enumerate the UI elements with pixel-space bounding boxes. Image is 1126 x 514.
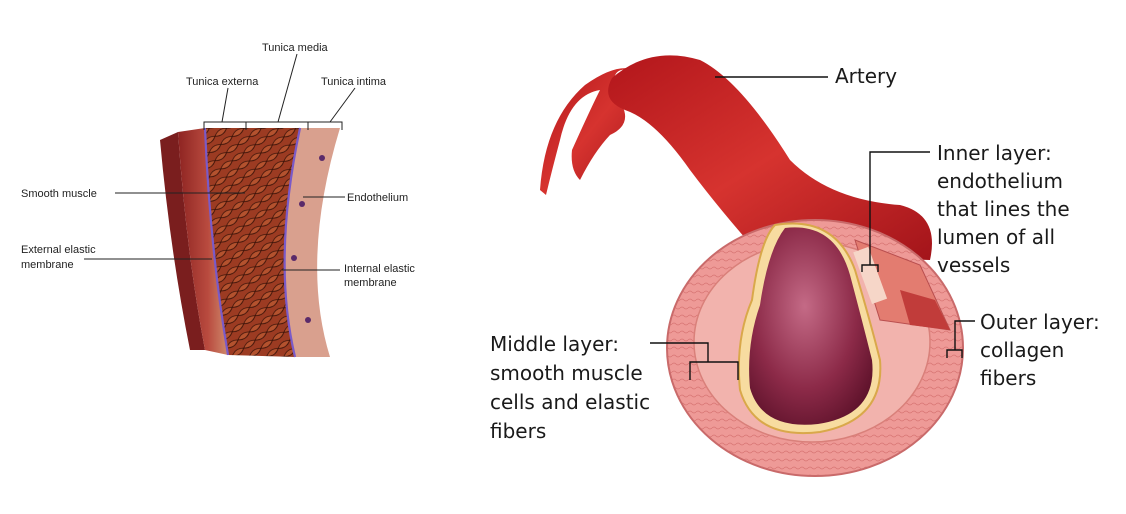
label-outer-layer-line3: fibers [980,366,1036,390]
label-internal-elastic-line1: Internal elastic [344,263,415,275]
label-endothelium: Endothelium [347,192,408,204]
label-inner-layer-line2: endothelium [937,169,1063,193]
tunica-media-layer [205,128,300,357]
label-middle-layer-line1: Middle layer: [490,332,619,356]
label-tunica-intima: Tunica intima [321,76,387,88]
internal-elastic-membrane [283,127,302,358]
cutaway-endothelium [853,246,888,305]
outer-adventitia-edge [160,132,205,350]
label-artery: Artery [835,64,897,88]
layer-brackets [203,121,343,130]
label-inner-layer-line4: lumen of all [937,225,1055,249]
vessel-wall-cross-section [160,127,340,358]
tunica-intima-layer [284,128,340,357]
label-internal-elastic-line2: membrane [344,277,397,289]
endothelial-nucleus [291,255,297,261]
label-outer-layer-line2: collagen [980,338,1064,362]
label-external-elastic-line1: External elastic [21,244,96,256]
leader-inner-layer [869,151,930,265]
cutaway-collagen [900,290,950,330]
leader-outer-layer [954,320,975,350]
endothelial-nucleus [319,155,325,161]
leader-tunica-externa [221,87,229,123]
label-middle-layer-line4: fibers [490,419,546,443]
label-inner-layer-line5: vessels [937,253,1010,277]
bracket-inner-layer [861,264,879,272]
label-external-elastic-line2: membrane [21,259,74,271]
leader-tunica-intima [329,87,356,123]
label-tunica-media: Tunica media [262,42,329,54]
label-middle-layer-line3: cells and elastic [490,390,650,414]
tunica-externa-layer [178,128,228,355]
artery-tube [608,55,932,260]
leader-tunica-media [277,53,298,123]
artery-illustration [540,55,964,477]
label-tunica-externa: Tunica externa [186,76,259,88]
leader-middle-layer [650,342,709,362]
endothelial-nucleus [305,317,311,323]
external-elastic-membrane [203,127,230,356]
label-inner-layer-line3: that lines the [937,197,1070,221]
bracket-middle-layer [689,361,739,380]
label-inner-layer-line1: Inner layer: [937,141,1052,165]
lumen [749,227,873,425]
label-middle-layer-line2: smooth muscle [490,361,643,385]
label-outer-layer-line1: Outer layer: [980,310,1100,334]
bracket-outer-layer [946,349,963,358]
endothelial-nucleus [299,201,305,207]
label-smooth-muscle: Smooth muscle [21,188,97,200]
